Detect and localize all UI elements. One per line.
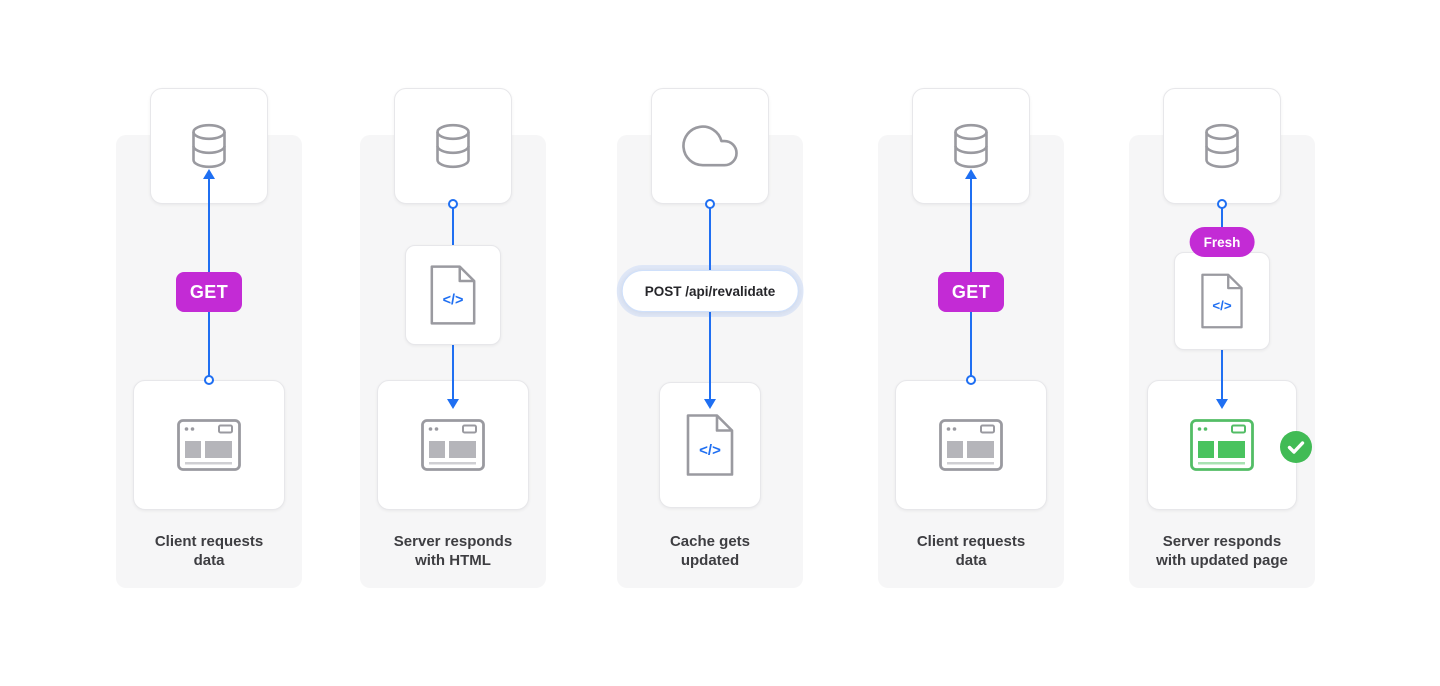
- step-caption: Server responds with updated page: [1156, 533, 1288, 570]
- database-icon: [1205, 123, 1239, 169]
- database-icon: [954, 123, 988, 169]
- code-glyph: </>: [699, 442, 721, 459]
- arrow-down-icon: [1216, 399, 1228, 409]
- code-file-icon: </>: [430, 265, 476, 325]
- browser-icon: [939, 419, 1003, 471]
- code-file-card: </>: [405, 245, 501, 345]
- database-icon: [192, 123, 226, 169]
- get-badge: GET: [938, 272, 1004, 312]
- browser-card: [133, 380, 285, 510]
- database-card: [1163, 88, 1281, 204]
- arrow-down-icon: [704, 399, 716, 409]
- browser-success-icon: [1190, 419, 1254, 471]
- arrow-up-icon: [203, 169, 215, 179]
- revalidate-request-pill: POST /api/revalidate: [621, 270, 799, 312]
- check-icon: [1280, 431, 1312, 463]
- step-column-2: </> Server responds with HTML: [360, 0, 546, 686]
- code-file-icon: </>: [686, 414, 734, 476]
- connector-dot: [204, 375, 214, 385]
- connector-dot: [1217, 199, 1227, 209]
- step-caption: Server responds with HTML: [393, 533, 513, 570]
- step-column-4: GET Client requests data: [878, 0, 1064, 686]
- step-column-3: POST /api/revalidate </> Cache gets upda…: [617, 0, 803, 686]
- code-file-icon: </>: [1201, 273, 1243, 329]
- connector-dot: [448, 199, 458, 209]
- step-column-1: GET Client requests data: [116, 0, 302, 686]
- updated-page-card: [1147, 380, 1312, 510]
- fresh-badge: Fresh: [1189, 227, 1255, 257]
- get-badge: GET: [176, 272, 242, 312]
- connector-dot: [705, 199, 715, 209]
- code-glyph: </>: [443, 293, 464, 309]
- browser-icon: [421, 419, 485, 471]
- step-caption: Cache gets updated: [669, 533, 751, 570]
- cloud-card: [651, 88, 769, 204]
- browser-card: [895, 380, 1047, 510]
- step-caption: Client requests data: [154, 533, 264, 570]
- browser-icon: [177, 419, 241, 471]
- arrow-up-icon: [965, 169, 977, 179]
- step-column-5: Fresh </> Server responds w: [1129, 0, 1315, 686]
- code-file-card: </>: [1174, 252, 1270, 350]
- cloud-icon: [682, 124, 738, 167]
- connector-dot: [966, 375, 976, 385]
- database-icon: [436, 123, 470, 169]
- step-caption: Client requests data: [916, 533, 1026, 570]
- database-card: [394, 88, 512, 204]
- code-glyph: </>: [1212, 298, 1231, 313]
- arrow-down-icon: [447, 399, 459, 409]
